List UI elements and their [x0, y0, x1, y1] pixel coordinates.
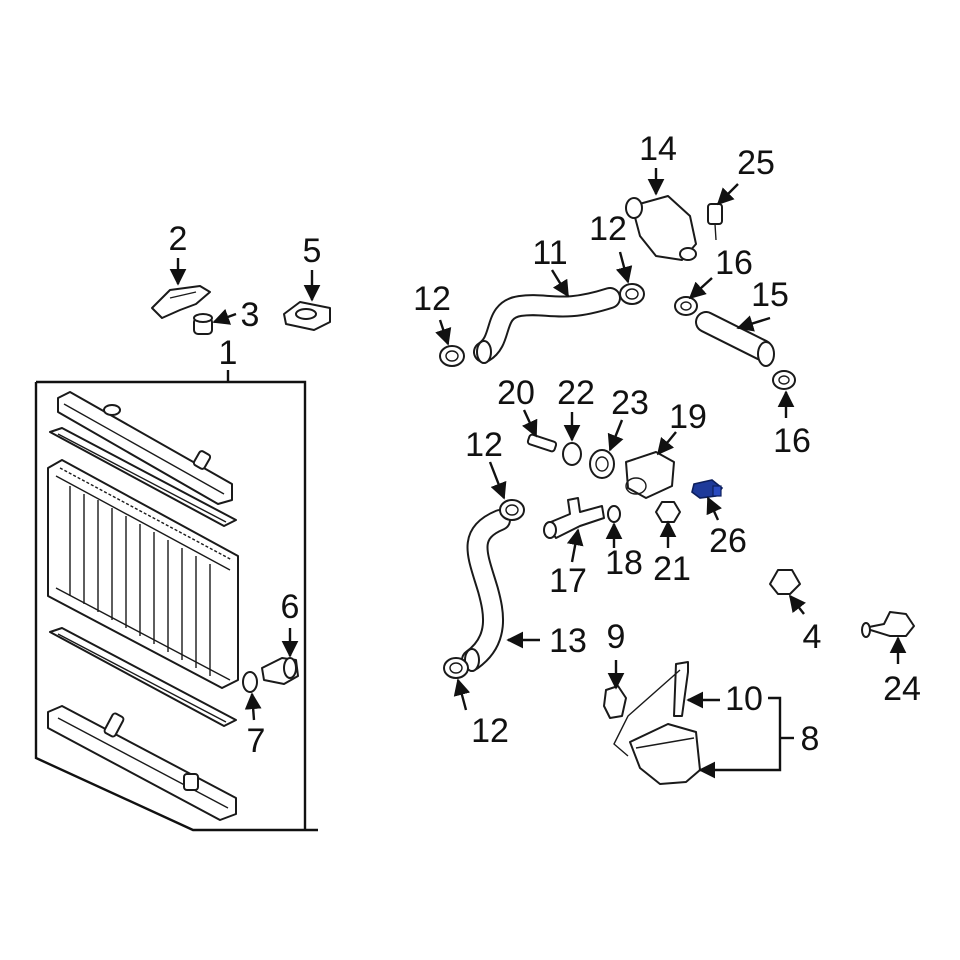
callout-12-c: 12: [465, 426, 503, 464]
thermostat[interactable]: [589, 449, 615, 479]
callout-20: 20: [497, 374, 535, 412]
callout-12-d: 12: [471, 712, 509, 750]
reservoir-bracket[interactable]: [603, 685, 627, 719]
callout-14: 14: [639, 130, 677, 168]
hose-clamp-12-c[interactable]: [499, 499, 525, 521]
callout-7: 7: [247, 722, 266, 760]
thermostat-gasket[interactable]: [562, 442, 582, 466]
hose-clamp-12-b[interactable]: [619, 283, 645, 305]
stud-bolt[interactable]: [526, 433, 558, 453]
callout-5: 5: [303, 232, 322, 270]
hose-clamp-16-b[interactable]: [772, 370, 796, 390]
callout-1: 1: [219, 334, 238, 372]
callout-9: 9: [607, 618, 626, 656]
bypass-hose[interactable]: [695, 311, 775, 367]
hose-clamp-12-a[interactable]: [439, 345, 465, 367]
callout-3: 3: [241, 296, 260, 334]
callout-24: 24: [883, 670, 921, 708]
callout-10: 10: [725, 680, 763, 718]
callout-15: 15: [751, 276, 789, 314]
water-inlet-pipe[interactable]: [543, 497, 605, 539]
support-cushion[interactable]: [193, 313, 213, 335]
callout-26: 26: [709, 522, 747, 560]
coolant-reservoir[interactable]: [629, 723, 701, 785]
callout-17: 17: [549, 562, 587, 600]
bypass-valve[interactable]: [861, 611, 915, 638]
lower-radiator-hose[interactable]: [461, 509, 511, 672]
callout-19: 19: [669, 398, 707, 436]
callout-11: 11: [532, 234, 567, 272]
callout-16-b: 16: [773, 422, 811, 460]
callout-8: 8: [801, 720, 820, 758]
water-outlet[interactable]: [625, 195, 697, 261]
drain-cock[interactable]: [261, 657, 299, 685]
callout-18: 18: [605, 544, 643, 582]
radiator-lower-tank[interactable]: [47, 705, 237, 821]
callout-12-a: 12: [413, 280, 451, 318]
hose-clamp-16-a[interactable]: [674, 296, 698, 316]
callout-2: 2: [169, 220, 188, 258]
callout-22: 22: [557, 374, 595, 412]
reservoir-cap[interactable]: [769, 569, 801, 595]
upper-radiator-hose[interactable]: [473, 287, 621, 364]
radiator-core[interactable]: [47, 459, 239, 689]
radiator-upper-tank[interactable]: [57, 391, 233, 505]
hose-clamp-12-d[interactable]: [443, 657, 469, 679]
callout-4: 4: [803, 618, 822, 656]
assembly-bracket: [34, 380, 318, 832]
callout-6: 6: [281, 588, 300, 626]
pipe-o-ring[interactable]: [607, 505, 621, 523]
radiator-support-bracket[interactable]: [151, 285, 211, 319]
callout-16-a: 16: [715, 244, 753, 282]
leader-lines: [169, 168, 907, 779]
callout-23: 23: [611, 384, 649, 422]
reservoir-hose[interactable]: [613, 661, 689, 757]
radiator-cap[interactable]: [283, 301, 331, 331]
callout-13: 13: [549, 622, 587, 660]
highlighted-connector[interactable]: [691, 479, 724, 499]
callout-21: 21: [653, 550, 691, 588]
callout-labels: 1 2 3 4 5 6 7 8 9 10 11 12 12 12 13 12 1…: [169, 130, 921, 760]
thermostat-housing[interactable]: [625, 451, 675, 499]
temperature-sensor[interactable]: [707, 203, 723, 241]
upper-tank-gasket: [49, 427, 237, 527]
drain-o-ring[interactable]: [242, 671, 258, 693]
callout-12-b: 12: [589, 210, 627, 248]
hex-nut[interactable]: [655, 501, 681, 523]
callout-25: 25: [737, 144, 775, 182]
radiator-assembly-group: [34, 370, 318, 832]
lower-tank-gasket: [49, 627, 237, 727]
